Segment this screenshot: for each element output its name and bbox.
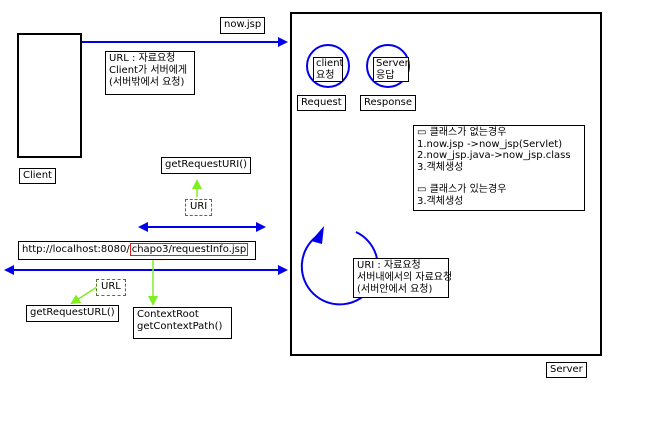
class-note-line-5 (417, 173, 581, 184)
client-circle-label: client 요청 (313, 57, 343, 82)
client-label: Client (19, 168, 56, 184)
get-request-uri-label: getRequestURI() (161, 157, 252, 174)
uri-tag: URI (185, 199, 213, 216)
server-circle-line-2: 응답 (376, 70, 395, 81)
class-note: ▭ 클래스가 없는경우 1.now.jsp ->now_jsp(Servlet)… (413, 125, 585, 211)
server-circle-line-1: Server (376, 58, 409, 69)
now-jsp-label: now.jsp (220, 17, 266, 34)
url-note-line-1: URL : 자료요청 (109, 53, 176, 64)
address-slash: / (126, 244, 130, 255)
uri-note-line-3: (서버안에서 요청) (357, 284, 433, 295)
url-note: URL : 자료요청 Client가 서버에게 (서버밖에서 요청) (105, 51, 195, 95)
response-label: Response (360, 95, 417, 111)
address-rest: /requestInfo.jsp (168, 244, 247, 255)
client-request-circle (306, 44, 350, 88)
address-context: chapo3 (131, 244, 169, 255)
url-note-line-2: Client가 서버에게 (109, 65, 188, 76)
class-note-line-1: ▭ 클래스가 없는경우 (417, 127, 507, 138)
context-root-line-1: ContextRoot (137, 309, 199, 320)
internal-request-loop-head (311, 226, 324, 244)
client-circle-line-2: 요청 (316, 70, 335, 81)
server-circle-label: Server 응답 (373, 57, 409, 82)
address-prefix: http://localhost:8080 (22, 244, 127, 255)
address-bar: http://localhost:8080/chapo3/requestInfo… (18, 241, 256, 260)
address-uri-part: chapo3/requestInfo.jsp (129, 243, 249, 256)
class-note-line-6: ▭ 클래스가 있는경우 (417, 184, 507, 195)
class-note-line-7: 3.객체생성 (417, 195, 464, 207)
request-label: Request (297, 95, 346, 111)
uri-note-line-2: 서버내에서의 자료요청 (357, 272, 453, 283)
client-circle-line-1: client (316, 58, 344, 69)
context-root-line-2: getContextPath() (137, 321, 223, 332)
get-request-url-label: getRequestURL() (26, 305, 119, 322)
uri-note-line-1: URI : 자료요청 (357, 260, 421, 271)
url-tag: URL (96, 279, 126, 296)
uri-note: URI : 자료요청 서버내에서의 자료요청 (서버안에서 요청) (353, 258, 453, 298)
server-response-circle (366, 44, 410, 88)
url-note-line-3: (서버밖에서 요청) (109, 77, 185, 88)
server-label: Server (546, 362, 587, 378)
client-frame (17, 33, 82, 158)
internal-request-loop (300, 231, 379, 306)
url-to-method-arrow (70, 286, 98, 305)
context-root-note: ContextRoot getContextPath() (133, 307, 232, 339)
class-note-line-3: 2.now_jsp.java->now_jsp.class (417, 150, 571, 161)
class-note-line-4: 3.객체생성 (417, 161, 464, 173)
class-note-line-2: 1.now.jsp ->now_jsp(Servlet) (417, 138, 563, 150)
